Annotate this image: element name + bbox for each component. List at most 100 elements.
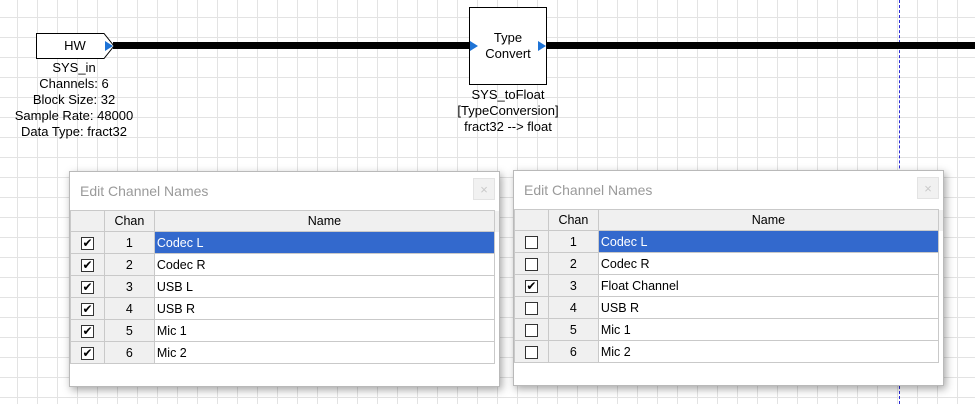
row-checkbox-cell [514, 340, 549, 363]
row-checkbox[interactable] [524, 257, 538, 271]
hw-caption-line: Sample Rate: 48000 [14, 108, 134, 123]
name-cell[interactable]: Float Channel [597, 274, 939, 297]
name-cell[interactable]: Mic 1 [153, 319, 496, 342]
type-convert-label: Convert [485, 46, 531, 61]
dialog-title: Edit Channel Names [80, 183, 209, 199]
close-icon[interactable]: × [917, 177, 939, 199]
chan-cell: 6 [547, 340, 599, 363]
row-checkbox[interactable]: ✔ [524, 278, 538, 293]
checkbox-column-header [514, 209, 549, 231]
table-row[interactable]: 2 Codec R [514, 252, 943, 275]
name-cell[interactable]: USB R [597, 296, 939, 319]
type-convert-input-port[interactable] [470, 41, 478, 51]
name-cell[interactable]: Mic 2 [597, 340, 939, 363]
table-row[interactable]: 5 Mic 1 [514, 318, 943, 341]
chan-cell: 2 [547, 252, 599, 275]
name-column-header[interactable]: Name [597, 209, 939, 231]
channel-table: Chan Name ✔ 1 Codec L ✔ 2 Codec R ✔ 3 US… [70, 210, 499, 364]
chan-cell: 3 [103, 275, 155, 298]
table-row[interactable]: ✔ 4 USB R [70, 297, 499, 320]
name-cell[interactable]: Codec R [597, 252, 939, 275]
type-convert-caption-line: fract32 --> float [464, 119, 552, 134]
chan-column-header[interactable]: Chan [103, 210, 155, 232]
row-spacer [938, 230, 943, 253]
name-cell[interactable]: USB R [153, 297, 496, 320]
hw-caption-line: Channels: 6 [39, 76, 109, 91]
table-row[interactable]: 6 Mic 2 [514, 340, 943, 363]
chan-column-header[interactable]: Chan [547, 209, 599, 231]
table-header: Chan Name [70, 210, 499, 232]
row-spacer [494, 275, 499, 298]
hw-caption-line: Data Type: fract32 [21, 124, 127, 139]
chan-cell: 5 [103, 319, 155, 342]
row-spacer [938, 318, 943, 341]
table-header: Chan Name [514, 209, 943, 231]
row-checkbox-cell: ✔ [70, 297, 105, 320]
type-convert-output-port[interactable] [538, 41, 546, 51]
hw-output-port[interactable] [105, 41, 113, 51]
hw-caption-line: SYS_in [52, 60, 96, 75]
row-checkbox-cell: ✔ [70, 341, 105, 364]
table-row[interactable]: 1 Codec L [514, 230, 943, 253]
chan-cell: 5 [547, 318, 599, 341]
row-checkbox-cell: ✔ [70, 253, 105, 276]
chan-cell: 4 [547, 296, 599, 319]
type-convert-caption-line: [TypeConversion] [457, 103, 559, 118]
hw-block-label: HW [64, 38, 86, 53]
row-checkbox[interactable] [524, 301, 538, 315]
row-checkbox-cell [514, 230, 549, 253]
row-checkbox[interactable]: ✔ [80, 235, 94, 250]
row-spacer [938, 274, 943, 297]
row-checkbox-cell: ✔ [70, 231, 105, 254]
wire-hw-to-typeconvert[interactable] [113, 42, 471, 49]
row-checkbox[interactable]: ✔ [80, 301, 94, 316]
name-cell[interactable]: Codec L [153, 231, 496, 254]
row-spacer [494, 341, 499, 364]
row-checkbox-cell [514, 318, 549, 341]
type-convert-caption-line: SYS_toFloat [471, 87, 545, 102]
name-cell[interactable]: Codec L [597, 230, 939, 253]
wire-typeconvert-out[interactable] [545, 42, 975, 49]
type-convert-block[interactable]: Type Convert [469, 7, 547, 85]
row-checkbox[interactable] [524, 323, 538, 337]
type-convert-caption: SYS_toFloat [TypeConversion] fract32 -->… [438, 87, 578, 135]
checkbox-column-header [70, 210, 105, 232]
name-column-header[interactable]: Name [153, 210, 496, 232]
row-spacer [494, 253, 499, 276]
row-checkbox[interactable]: ✔ [80, 323, 94, 338]
row-checkbox-cell: ✔ [514, 274, 549, 297]
row-checkbox[interactable] [524, 345, 538, 359]
chan-cell: 2 [103, 253, 155, 276]
row-checkbox[interactable] [524, 235, 538, 249]
channel-table: Chan Name 1 Codec L 2 Codec R ✔ 3 Float … [514, 209, 943, 363]
hw-block-caption: SYS_in Channels: 6 Block Size: 32 Sample… [4, 60, 144, 140]
header-spacer [938, 209, 943, 231]
table-row[interactable]: ✔ 5 Mic 1 [70, 319, 499, 342]
row-checkbox[interactable]: ✔ [80, 345, 94, 360]
row-checkbox[interactable]: ✔ [80, 257, 94, 272]
table-row[interactable]: ✔ 3 Float Channel [514, 274, 943, 297]
close-icon[interactable]: × [473, 178, 495, 200]
name-cell[interactable]: Codec R [153, 253, 496, 276]
row-checkbox[interactable]: ✔ [80, 279, 94, 294]
chan-cell: 6 [103, 341, 155, 364]
table-row[interactable]: 4 USB R [514, 296, 943, 319]
table-row[interactable]: ✔ 2 Codec R [70, 253, 499, 276]
row-spacer [494, 297, 499, 320]
table-row[interactable]: ✔ 6 Mic 2 [70, 341, 499, 364]
name-cell[interactable]: USB L [153, 275, 496, 298]
chan-cell: 4 [103, 297, 155, 320]
header-spacer [494, 210, 499, 232]
chan-cell: 1 [547, 230, 599, 253]
hw-block-shape [36, 33, 115, 59]
row-spacer [494, 231, 499, 254]
dialog-title: Edit Channel Names [524, 182, 653, 198]
table-row[interactable]: ✔ 3 USB L [70, 275, 499, 298]
hw-block[interactable]: HW [36, 33, 116, 59]
table-row[interactable]: ✔ 1 Codec L [70, 231, 499, 254]
name-cell[interactable]: Mic 1 [597, 318, 939, 341]
name-cell[interactable]: Mic 2 [153, 341, 496, 364]
row-checkbox-cell [514, 296, 549, 319]
row-spacer [938, 340, 943, 363]
row-checkbox-cell [514, 252, 549, 275]
